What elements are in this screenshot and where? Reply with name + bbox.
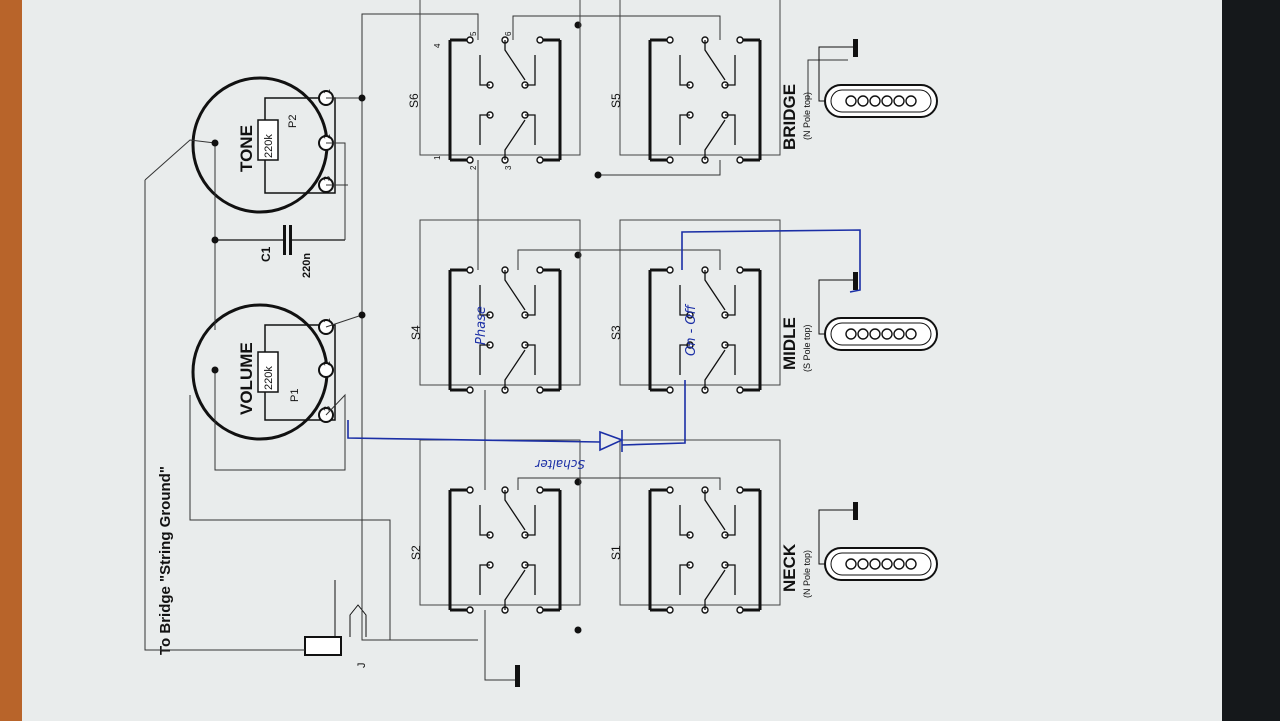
switch-label-s4: S4 [409, 325, 423, 340]
volume-value: 220k [263, 366, 275, 390]
desk-edge-right [1222, 0, 1280, 721]
handwritten-diode-label: Schalter [534, 457, 585, 471]
output-jack: J [304, 580, 368, 669]
volume-lug-1: 1 [322, 318, 332, 323]
pin-numbers: 4 5 6 1 2 3 [433, 31, 513, 170]
switch-s3 [618, 218, 782, 395]
switch-s4 [418, 218, 582, 395]
ground-symbol [515, 665, 520, 687]
pickup-neck-pole: (N Pole top) [802, 550, 812, 598]
pickup-middle [818, 271, 938, 351]
switch-label-s1: S1 [609, 545, 623, 560]
pickup-bridge-pole: (N Pole top) [802, 92, 812, 140]
svg-text:6: 6 [504, 31, 513, 36]
svg-text:2: 2 [469, 165, 478, 170]
svg-text:3: 3 [504, 165, 513, 170]
pickup-middle-name: MIDLE [780, 317, 799, 370]
pickup-bridge-name: BRIDGE [780, 84, 799, 150]
capacitor-value: 220n [301, 253, 313, 278]
pickup-neck [818, 501, 938, 581]
handwritten-modifications [347, 229, 861, 452]
tone-lug-2: 2 [322, 134, 332, 139]
jack-ref: J [356, 663, 368, 669]
volume-pot: 220k P1 VOLUME 1 2 3 [191, 303, 336, 441]
capacitor-ref: C1 [259, 246, 273, 262]
handwritten-phase: Phase [474, 306, 489, 345]
switch-s5 [618, 0, 782, 165]
switch-label-s6: S6 [407, 93, 421, 108]
wiring [144, 13, 848, 681]
pickup-bridge [818, 38, 938, 118]
schematic-sheet [22, 0, 1222, 721]
tone-lug-1: 1 [322, 89, 332, 94]
svg-text:1: 1 [433, 155, 442, 160]
switch-label-s5: S5 [609, 93, 623, 108]
svg-text:5: 5 [469, 31, 478, 36]
handwritten-on-off: On - Off [684, 303, 699, 356]
tone-lug-3: 3 [322, 176, 332, 181]
switch-label-s2: S2 [409, 545, 423, 560]
tone-ref: P2 [287, 115, 299, 128]
capacitor-c1: C1 220n [218, 225, 345, 278]
tone-name: TONE [237, 125, 256, 172]
pickup-middle-pole: (S Pole top) [802, 324, 812, 372]
svg-text:4: 4 [433, 43, 442, 48]
desk-edge-left [0, 0, 22, 721]
switch-s6 [418, 0, 582, 165]
pickup-neck-name: NECK [780, 543, 799, 592]
switch-label-s3: S3 [609, 325, 623, 340]
volume-name: VOLUME [237, 342, 256, 415]
string-ground-label: To Bridge "String Ground" [157, 466, 174, 655]
switch-s1 [618, 438, 782, 615]
junctions [211, 21, 602, 634]
tone-value: 220k [263, 134, 275, 158]
volume-lug-2: 2 [322, 361, 332, 366]
volume-ref: P1 [289, 389, 301, 402]
volume-lug-3: 3 [322, 406, 332, 411]
